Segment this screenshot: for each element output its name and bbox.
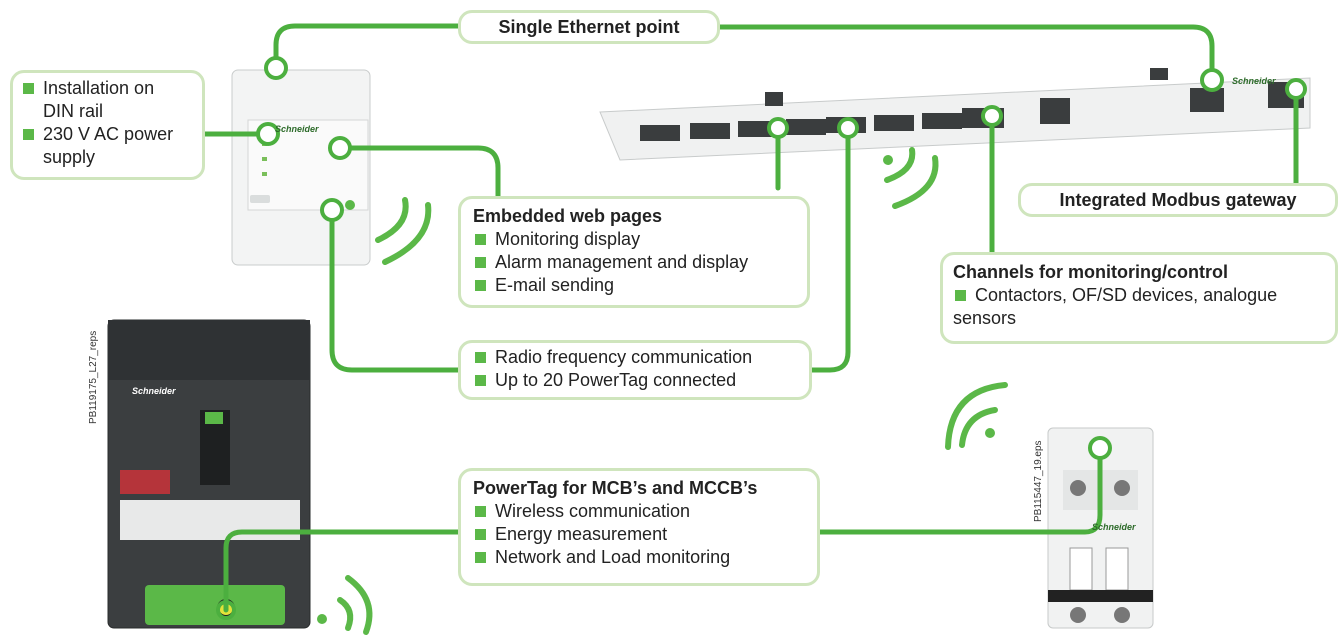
powertag-title: PowerTag for MCB’s and MCCB’s [473,478,758,498]
web-item: Monitoring display [473,228,795,251]
ethernet-label: Single Ethernet point [458,10,720,44]
channels-item: Contactors, OF/SD devices, analogue [953,284,1325,307]
mccb-device [107,319,311,629]
powertag-item: Network and Load monitoring [473,546,805,569]
channels-item-cont: sensors [953,308,1017,328]
modbus-label: Integrated Modbus gateway [1018,183,1338,217]
gateway-device [231,69,371,266]
installation-box: Installation on DIN rail 230 V AC power … [10,70,205,180]
radio-box: Radio frequency communication Up to 20 P… [458,340,812,400]
radio-item: Up to 20 PowerTag connected [473,369,797,392]
brand-logo: Schneider [275,124,319,134]
web-pages-title: Embedded web pages [473,206,663,226]
web-item: Alarm management and display [473,251,795,274]
brand-logo: Schneider [132,386,176,396]
brand-logo: Schneider [1232,76,1276,86]
channels-title: Channels for monitoring/control [953,262,1228,282]
channels-box: Channels for monitoring/control Contacto… [940,252,1338,344]
install-item-cont: DIN rail [43,101,104,121]
install-item: Installation on [21,77,194,100]
web-pages-box: Embedded web pages Monitoring display Al… [458,196,810,308]
powertag-item: Energy measurement [473,523,805,546]
wireless-icon [337,147,1008,635]
photo-ref-right: PB115447_19.eps [1033,440,1044,522]
install-item: 230 V AC power [21,123,194,146]
mcb-device [1047,427,1154,629]
powertag-item: Wireless communication [473,500,805,523]
powertag-box: PowerTag for MCB’s and MCCB’s Wireless c… [458,468,820,586]
radio-item: Radio frequency communication [473,346,797,369]
install-item-cont: supply [43,147,96,167]
photo-ref-left: PB119175_L27_reps [88,330,99,424]
web-item: E-mail sending [473,274,795,297]
brand-logo: Schneider [1092,522,1136,532]
